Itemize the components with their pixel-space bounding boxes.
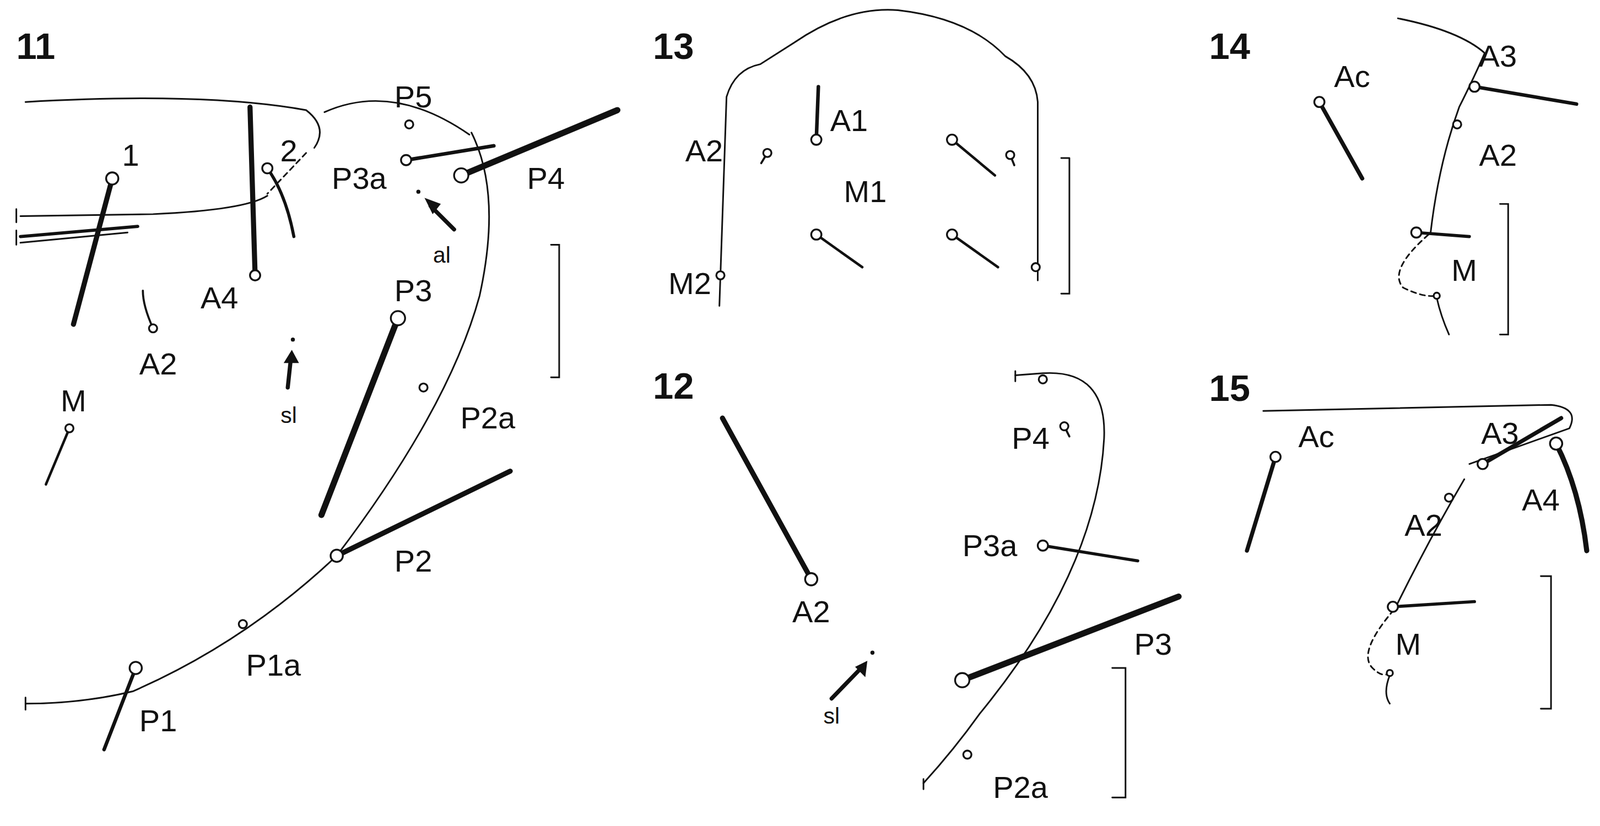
seta-label: P2a	[460, 402, 516, 434]
seta-label: P3a	[331, 163, 387, 194]
seta-label: sl	[823, 705, 841, 728]
seta-label: sl	[280, 403, 297, 427]
seta-label: A4	[200, 282, 239, 314]
seta-label: A2	[792, 596, 831, 628]
figure-number: 14	[1208, 27, 1251, 65]
seta-label: A2	[685, 135, 724, 167]
seta-label: P3	[394, 275, 433, 307]
seta-label: M	[1395, 629, 1421, 661]
seta-label: A4	[1521, 484, 1560, 516]
seta-label: A1	[830, 105, 869, 137]
seta-label: A2	[1404, 510, 1443, 542]
seta-label: 1	[121, 139, 139, 171]
figure-number: 13	[652, 27, 695, 65]
seta-label: Ac	[1298, 421, 1334, 453]
seta-label: P2	[394, 546, 433, 577]
seta-label: P3	[1134, 629, 1173, 661]
seta-label: P1	[139, 705, 178, 737]
seta-label: A2	[139, 348, 178, 380]
seta-label: A2	[1479, 139, 1518, 171]
figure-number: 15	[1208, 369, 1251, 407]
seta-label: M2	[668, 268, 712, 300]
seta-label: M	[60, 385, 87, 417]
seta-label: M1	[844, 176, 888, 208]
seta-label: A3	[1479, 40, 1518, 72]
seta-label: Ac	[1333, 61, 1370, 93]
seta-label: P4	[527, 163, 566, 194]
seta-label: P1a	[246, 650, 302, 681]
seta-label: al	[433, 244, 451, 267]
seta-label: P3a	[962, 530, 1018, 562]
figure-number: 12	[652, 367, 695, 405]
seta-label: P2a	[992, 772, 1048, 804]
seta-label: P4	[1011, 423, 1050, 454]
seta-label: P5	[394, 81, 433, 113]
figure-number: 11	[15, 27, 56, 65]
seta-label: 2	[280, 135, 298, 167]
seta-label: A3	[1480, 418, 1520, 450]
seta-label: M	[1451, 255, 1478, 286]
